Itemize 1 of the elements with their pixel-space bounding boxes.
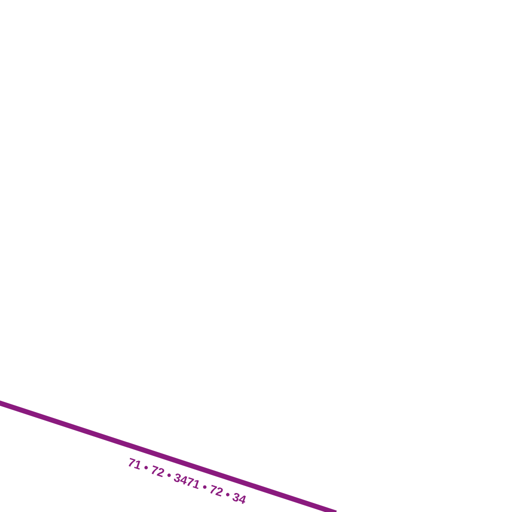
route-label: 71 • 72 • 3471 • 72 • 34 bbox=[128, 458, 246, 504]
